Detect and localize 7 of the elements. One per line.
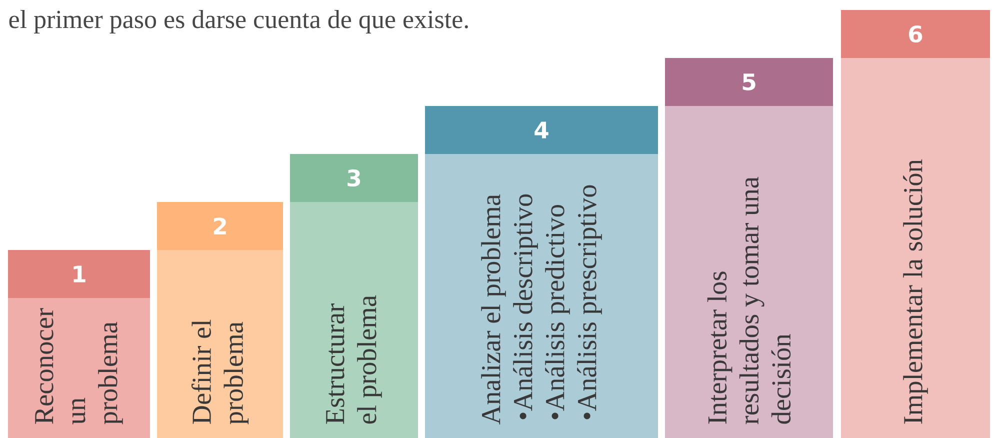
intro-text: el primer paso es darse cuenta de que existe. (9, 10, 468, 34)
step-bar: 4 Analizar el problema •Análisis descriptivo •Análisis predictivo •Análisis prescriptivo (425, 106, 658, 438)
step-bar: 2 Definir el problema (157, 202, 283, 438)
step-bar: 1 Reconocer un problema (8, 250, 150, 438)
step-bar: 5 Interpretar los resultados y tomar una decisión (665, 58, 833, 438)
step-bar: 6 Implementar la solución (841, 10, 990, 438)
step-bar: 3 Estructurar el problema (290, 154, 418, 438)
